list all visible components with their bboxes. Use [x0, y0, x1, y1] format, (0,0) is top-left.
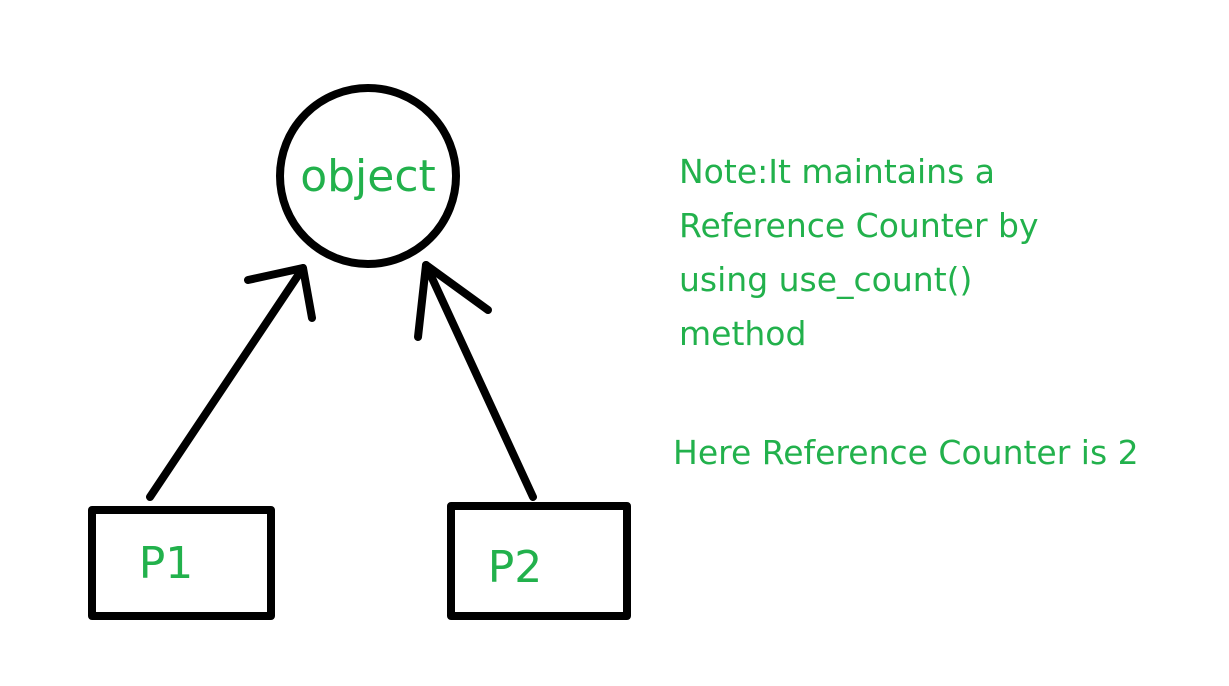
arrow-p2-to-object	[414, 261, 537, 501]
reference-counter-note: Note:It maintains a Reference Counter by…	[679, 145, 1129, 361]
note-line: Note:It maintains a	[679, 152, 995, 191]
note-line: using use_count()	[679, 260, 973, 299]
arrow-p1-head	[244, 264, 316, 322]
arrow-p2-shaft	[422, 261, 537, 501]
pointer-p1-label: P1	[139, 538, 194, 589]
arrow-p1-shaft	[146, 264, 307, 501]
note-line: method	[679, 314, 807, 353]
note-line: Reference Counter by	[679, 206, 1039, 245]
reference-count-statement: Here Reference Counter is 2	[673, 433, 1139, 472]
pointer-p2-box	[447, 502, 631, 620]
arrow-p1-to-object	[146, 264, 316, 501]
object-circle	[276, 84, 460, 268]
pointer-p2-label: P2	[488, 542, 543, 593]
pointer-p1-box	[88, 506, 275, 620]
object-label: object	[300, 151, 436, 202]
arrow-p2-head	[414, 261, 492, 341]
